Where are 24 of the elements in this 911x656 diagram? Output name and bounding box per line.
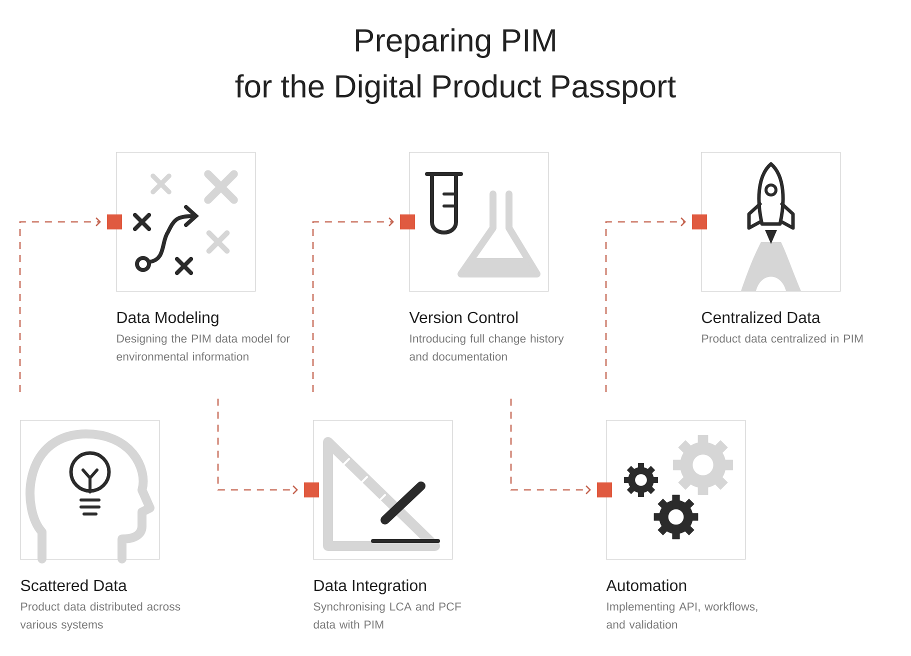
step-card: Automation Implementing API, workflows, and validation (606, 420, 758, 629)
title: Preparing PIM for the Digital Product Passport (235, 28, 676, 104)
step-card: Version Control Introducing full change history and documentation (409, 152, 564, 361)
dashed-arrow (217, 398, 319, 498)
node-label: Data Integration (314, 579, 426, 594)
node-label: Automation (606, 579, 686, 592)
node-label: Centralized Data (702, 311, 820, 324)
dashed-arrow (312, 214, 415, 392)
dashed-arrow (510, 398, 612, 498)
dashed-arrow (19, 214, 122, 392)
node-label: Synchronising LCA and PCF data with PIM (314, 602, 461, 629)
step-card: Centralized Data Product data centralized in PIM (701, 152, 863, 343)
node-label: Data Modeling (118, 311, 218, 326)
step-card: Data Integration Synchronising LCA and PCF data with PIM (313, 420, 461, 629)
step-card: Scattered Data Product data distributed across various systems (20, 420, 180, 631)
node-label: Implementing API, workflows, and validation (606, 602, 758, 629)
node-label: Scattered Data (20, 579, 127, 592)
node-label: Product data distributed across various systems (20, 602, 180, 631)
node-label: Designing the PIM data model for environmental information (116, 334, 290, 361)
node-label: Product data centralized in PIM (702, 334, 863, 343)
step-card: Data Modeling Designing the PIM data model for environmental information (116, 152, 290, 361)
dashed-arrow (605, 214, 707, 392)
node-label: Version Control (409, 311, 518, 324)
node-label: Introducing full change history and documentation (410, 334, 564, 361)
